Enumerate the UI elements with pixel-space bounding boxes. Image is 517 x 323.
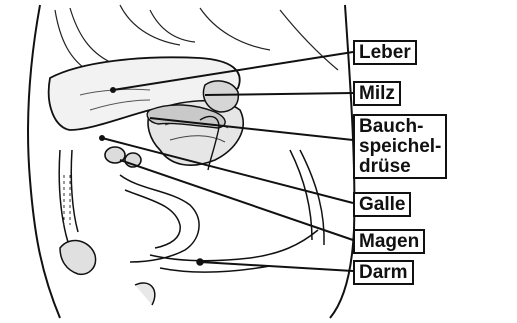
label-bauchspeicheldruese-line-1: Bauch-	[359, 117, 441, 137]
label-bauchspeicheldruese-line-3: drüse	[359, 157, 441, 177]
leader-line-darm	[200, 262, 353, 271]
label-bauchspeicheldruese: Bauch- speichel- drüse	[353, 114, 447, 179]
label-bauchspeicheldruese-line-2: speichel-	[359, 137, 441, 157]
label-darm-text: Darm	[359, 263, 408, 283]
label-milz: Milz	[353, 81, 401, 106]
label-galle: Galle	[353, 192, 411, 217]
intestine-organ	[59, 150, 324, 305]
label-darm: Darm	[353, 260, 414, 285]
label-leber-text: Leber	[359, 43, 411, 63]
label-leber: Leber	[353, 40, 417, 65]
label-magen-text: Magen	[359, 232, 419, 252]
label-milz-text: Milz	[359, 84, 395, 104]
label-galle-text: Galle	[359, 195, 405, 215]
label-magen: Magen	[353, 229, 425, 254]
midline-detail	[64, 175, 70, 225]
